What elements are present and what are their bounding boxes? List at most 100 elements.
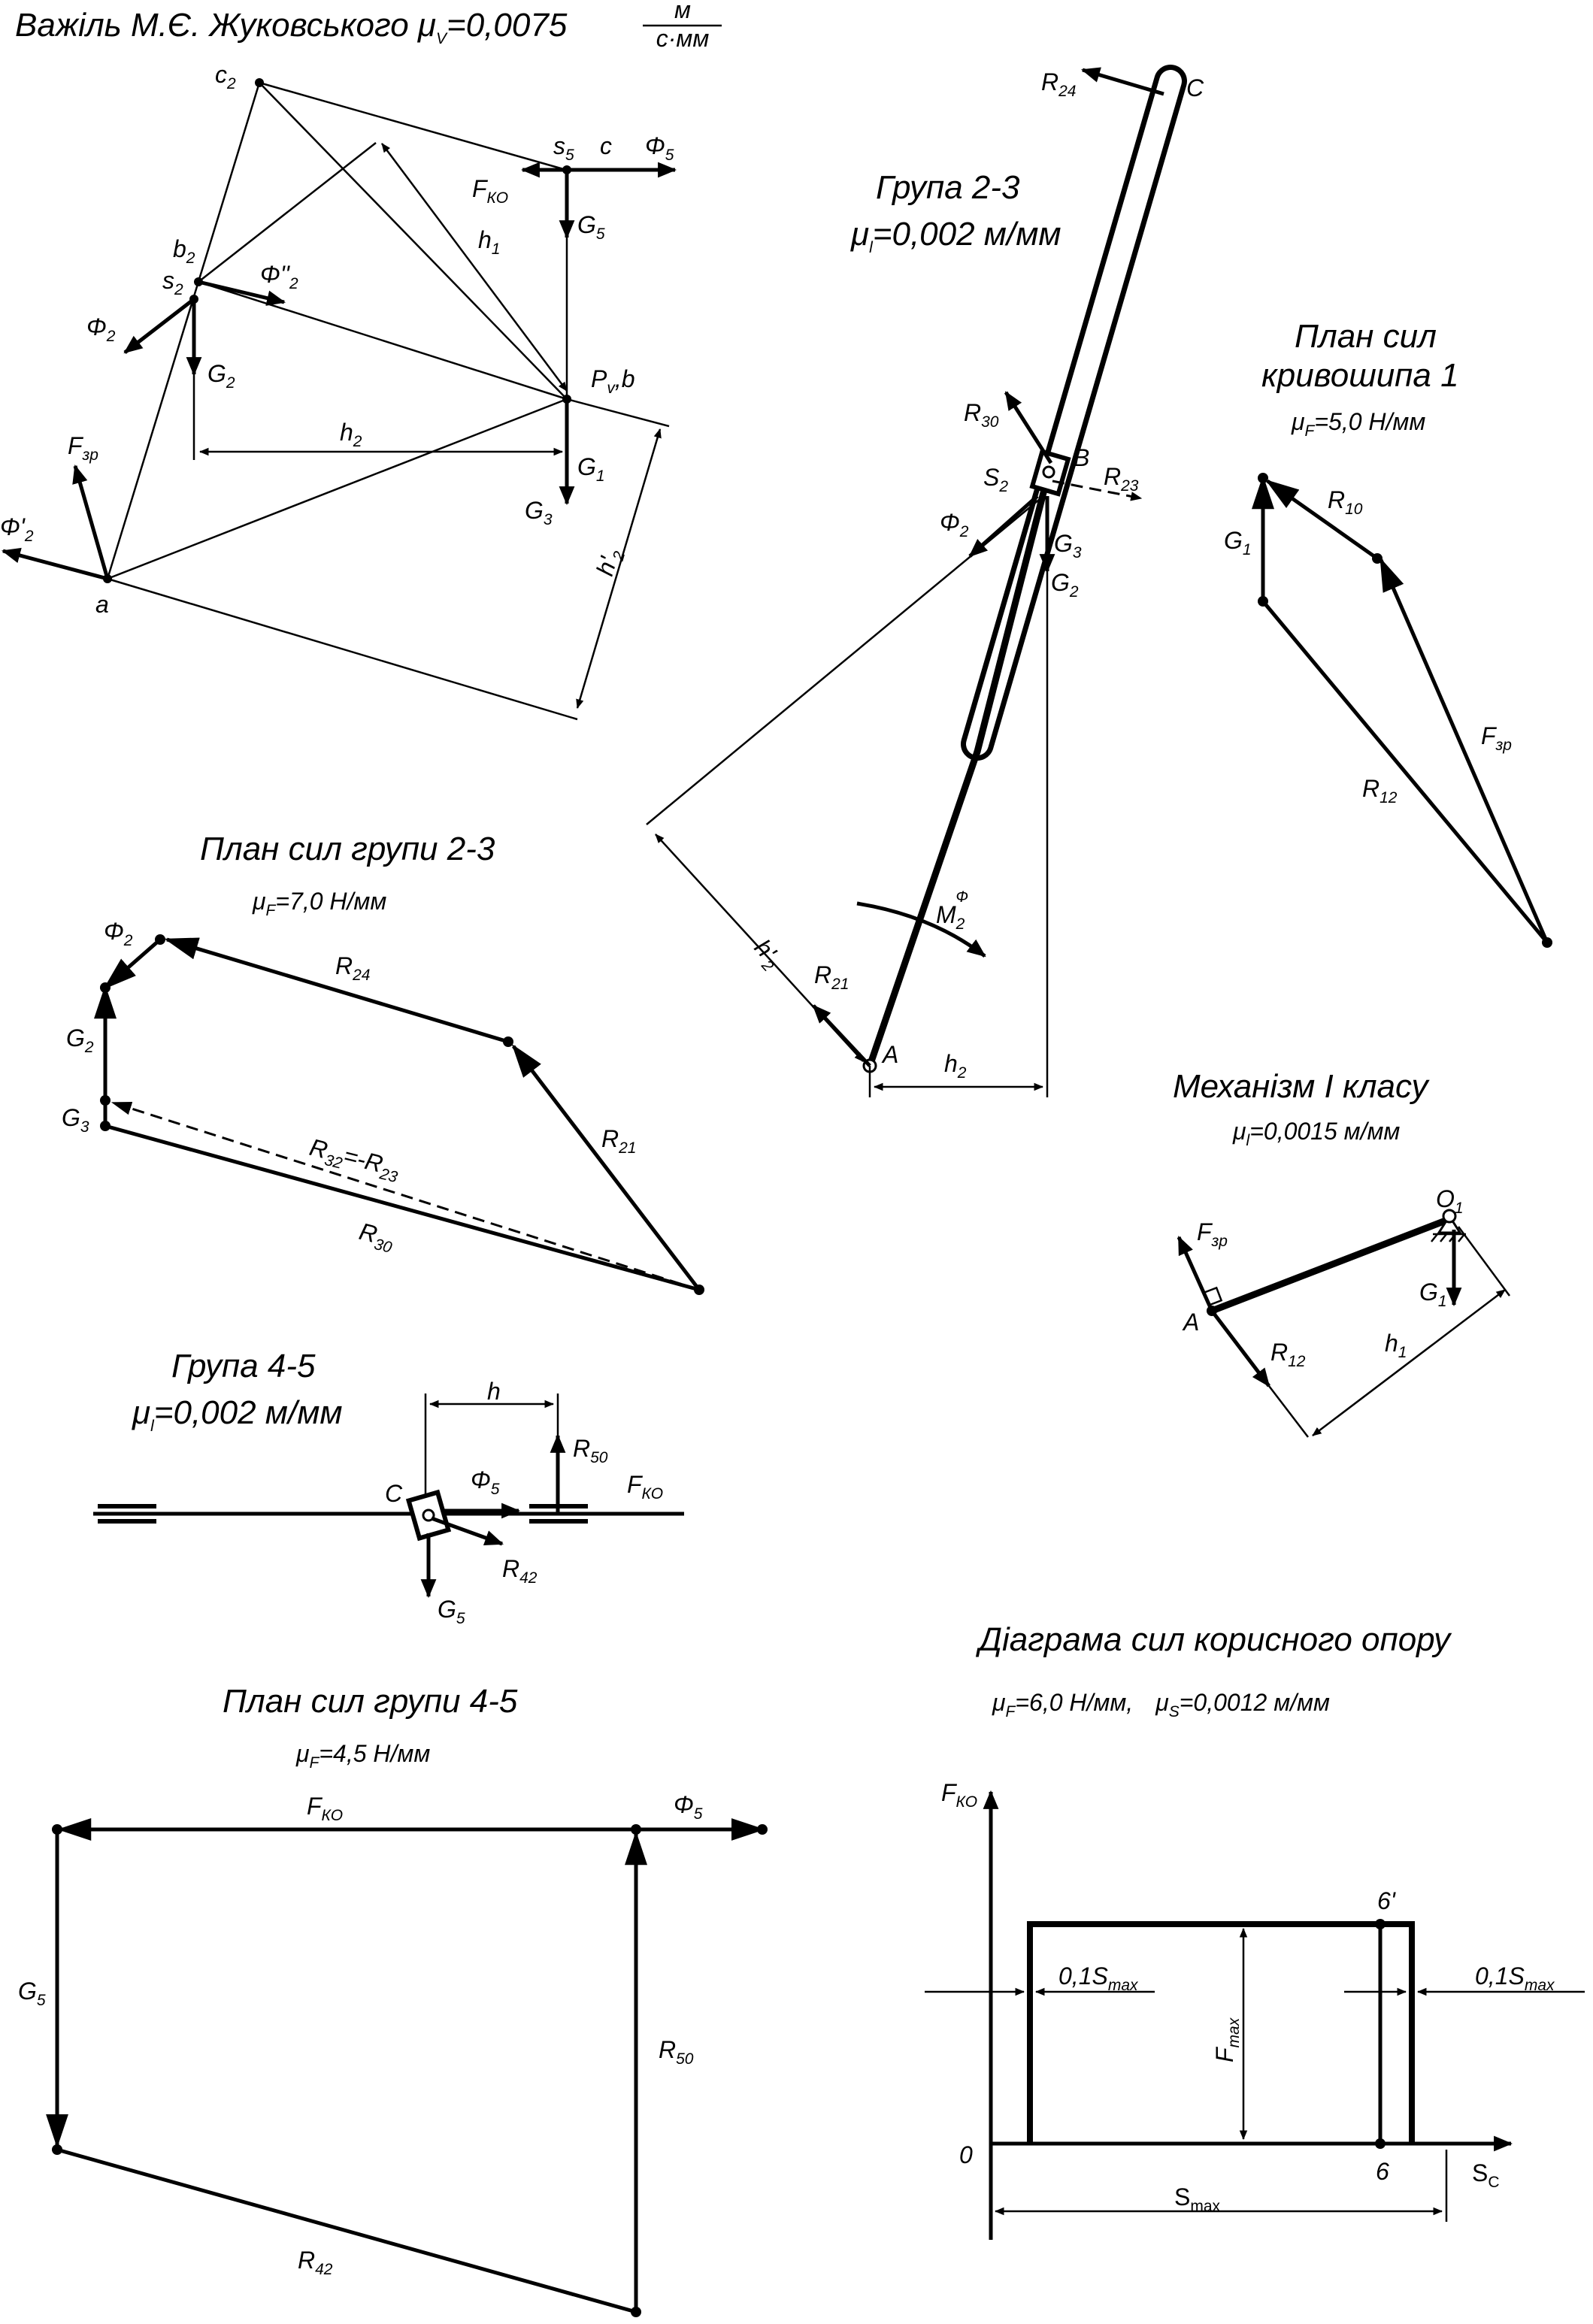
label-r42-group45: R42 [502,1555,538,1587]
h2p-construct-line-a [107,577,578,721]
lever-line-c2-c [259,81,567,171]
diagram-mu: μF=6,0 Н/мм,μS=0,0012 м/мм [992,1689,1330,1720]
mech1-title: Механізм I класу [1173,1068,1431,1105]
label-g3-group23: G3 [1054,530,1082,561]
r12-vector [1261,600,1549,944]
label-o1: O1 [1436,1185,1464,1217]
plan23-point-phi2 [155,934,165,945]
lever-line-c2-a [106,82,261,579]
point-pv [562,395,571,404]
label-fko: FКО [472,175,508,207]
r30-vector-plan23 [104,1124,700,1292]
fzr-arrow [72,464,110,579]
plan23-point-g2-end [100,1095,111,1106]
mechanism-class-1: Механізм I класу μl=0,0015 м/мм O1 Fзр A… [1173,1068,1511,1438]
lever-line-c2-pv [259,82,568,400]
right-angle-mark [1202,1286,1223,1307]
rod-a-b [866,748,981,1070]
r42-arrow [431,1516,504,1546]
point-b2 [194,277,203,286]
mech1-mu: μl=0,0015 м/мм [1232,1118,1400,1149]
plan45-point-r42 [631,2307,641,2317]
r23-arrow [1052,480,1143,501]
joint-c [422,1508,435,1522]
h1-construct-line [198,142,377,283]
r12-arrow-mech1 [1210,1309,1270,1387]
plan23-point-r21 [694,1285,704,1295]
phi2-arrow-group23 [968,495,1039,558]
point-c2 [255,78,264,87]
label-r21-plan23: R21 [601,1125,636,1157]
group-2-3: Група 2-3 μl=0,002 м/мм C R24 R30 B R23 … [646,65,1204,1097]
lever-line-a-pv [107,398,568,580]
label-r50-plan45: R50 [659,2036,694,2068]
label-h2-group23: h2 [944,1050,967,1082]
plan45-point-phi5 [757,1824,768,1835]
support-hatch-1 [1431,1233,1438,1242]
plan45-point-g5 [52,2144,62,2155]
label-sc: SC [1472,2159,1500,2191]
label-h2: h2 [340,419,362,450]
label-phi5-group45: Φ5 [471,1466,500,1498]
m2-moment-arc [856,901,986,958]
label-6: 6 [1376,2158,1389,2185]
plan23-point-r24 [503,1036,513,1047]
group-4-5: Група 4-5 μl=0,002 м/мм h C Φ5 R50 FКО R… [93,1348,684,1627]
label-r10: R10 [1328,486,1363,518]
group45-title: Група 4-5 [171,1348,316,1384]
plan23-point-g2-start [100,982,111,993]
label-g5: G5 [577,211,605,243]
label-g3: G3 [525,497,553,528]
group23-mu: μl=0,002 м/мм [850,216,1061,256]
label-g1-mech1: G1 [1419,1279,1447,1310]
label-r32: R32=-R23 [306,1133,403,1186]
joint-b [1042,465,1055,479]
label-fzr: Fзр [68,432,98,464]
label-fzr-mech1: Fзр [1197,1218,1228,1250]
label-r50-group45: R50 [573,1435,608,1466]
label-g2-plan23: G2 [66,1024,94,1056]
label-g5-plan45: G5 [18,1978,46,2009]
label-B: B [1074,444,1089,471]
zhukovsky-lever: Важіль М.Є. Жуковського μV=0,0075 м с·мм [0,0,722,721]
r10-vector [1264,479,1379,561]
label-g1: G1 [577,453,605,485]
h1-dimension-mech1 [1312,1289,1506,1436]
phi2-arrow [123,298,195,354]
point-6prime [1375,1919,1386,1929]
plan45-point-top-left [52,1824,62,1835]
crank-plan-title1: План сил [1295,318,1437,355]
crank-link [1208,1215,1453,1315]
label-h1-mech1: h1 [1385,1330,1407,1361]
h2p-dimension [576,428,662,709]
label-phi2-plan23: Φ2 [104,918,133,949]
crank-plan-mu: μF=5,0 Н/мм [1291,408,1425,440]
crank-plan-title2: кривошипа 1 [1261,357,1459,394]
group45-mu: μl=0,002 м/мм [132,1394,343,1435]
label-h1: h1 [478,226,500,258]
label-c-group45: C [385,1480,403,1507]
rod-upper [974,468,1052,755]
plan23-title: План сил групи 2-3 [200,831,495,867]
fzr-vector [1379,557,1549,943]
lever-line-b2-pv [198,280,568,401]
h1-ext-line [1268,1385,1309,1438]
label-smax: Smax [1174,2183,1221,2215]
svg-text:Важіль М.Є. Жуковського μV=0,0: Важіль М.Є. Жуковського μV=0,0075 [15,7,568,47]
label-pv-b: Pv,b [591,365,635,397]
r42-vector-plan45 [56,2147,637,2314]
zhukovsky-title: Важіль М.Є. Жуковського μ [15,7,436,44]
label-g2-group23: G2 [1051,569,1079,601]
label-r24-plan23: R24 [335,952,370,984]
joint-o1 [1442,1209,1457,1224]
label-r42-plan45: R42 [298,2247,333,2278]
fixed-support-o1 [1437,1214,1462,1234]
label-S2: S2 [983,464,1008,495]
label-s5: s5 [553,132,574,164]
label-phi2-group23: Φ2 [940,509,969,540]
phi2p-arrow [1,547,108,581]
plan-group-2-3: План сил групи 2-3 μF=7,0 Н/мм Φ2 G2 G3 … [62,831,704,1295]
resistance-curve [1027,1921,1415,2144]
plan1-point-bottom [1542,937,1552,948]
